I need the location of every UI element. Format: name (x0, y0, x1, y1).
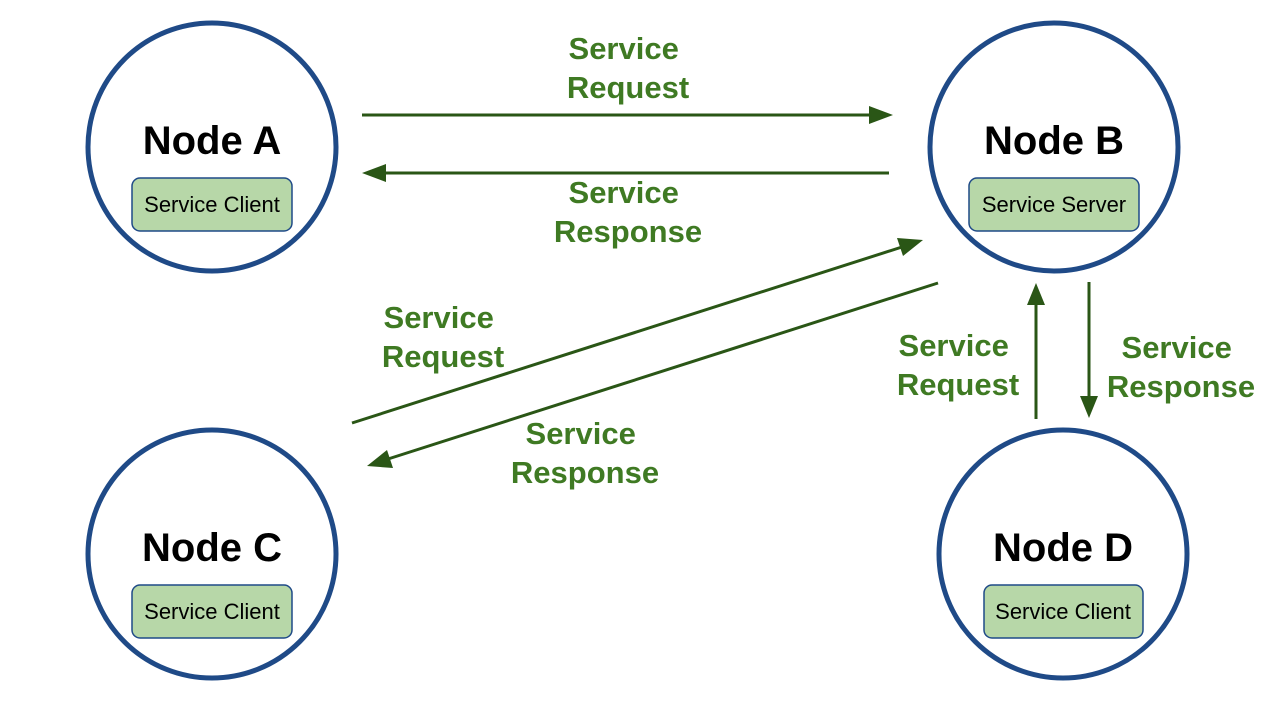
edge-c-to-b-arrowhead (897, 238, 923, 256)
edge-c-to-b-label: Service Request (382, 300, 504, 374)
edge-b-to-c-line (387, 281, 939, 461)
edge-b-to-a: Service Response (362, 164, 889, 249)
edge-b-to-a-label-line2: Response (554, 214, 702, 249)
edge-c-to-b-label-line2: Request (382, 339, 504, 374)
node-b: Node B Service Server (927, 20, 1181, 274)
edge-a-to-b-arrowhead (869, 106, 893, 124)
node-d-service-label: Service Client (995, 599, 1131, 624)
edge-b-to-d: Service Response (1080, 282, 1255, 418)
node-d-title: Node D (993, 526, 1133, 570)
edge-c-to-b: Service Request (351, 238, 923, 425)
edge-d-to-b-label-line1: Service (899, 328, 1009, 363)
edge-b-to-c-label-line2: Response (511, 455, 659, 490)
edge-c-to-b-label-line1: Service (384, 300, 494, 335)
edge-b-to-a-label: Service Response (554, 175, 702, 249)
edge-b-to-c: Service Response (367, 281, 939, 490)
node-a: Node A Service Client (85, 20, 339, 274)
node-b-title: Node B (984, 119, 1124, 163)
edge-b-to-d-label-line1: Service (1122, 330, 1232, 365)
edge-b-to-a-arrowhead (362, 164, 386, 182)
edge-c-to-b-line (351, 245, 903, 425)
node-c: Node C Service Client (85, 427, 339, 681)
edge-b-to-c-arrowhead (367, 450, 393, 468)
edge-b-to-d-label-line2: Response (1107, 369, 1255, 404)
edge-b-to-a-label-line1: Service (569, 175, 679, 210)
edge-a-to-b-label: Service Request (567, 31, 689, 105)
node-c-service-box (131, 584, 293, 639)
node-d-service-box (983, 584, 1144, 639)
edge-d-to-b-arrowhead (1027, 283, 1045, 305)
edge-d-to-b-label: Service Request (897, 328, 1019, 402)
node-b-service-box (968, 177, 1140, 232)
node-b-service-label: Service Server (982, 192, 1126, 217)
edge-b-to-d-arrowhead (1080, 396, 1098, 418)
node-a-service-box (131, 177, 293, 232)
edge-d-to-b: Service Request (897, 283, 1045, 419)
edge-b-to-c-label: Service Response (511, 416, 659, 490)
node-c-service-label: Service Client (144, 599, 280, 624)
node-a-service-label: Service Client (144, 192, 280, 217)
edge-a-to-b-label-line2: Request (567, 70, 689, 105)
node-d: Node D Service Client (936, 427, 1190, 681)
node-a-title: Node A (143, 119, 282, 163)
edge-a-to-b: Service Request (362, 31, 893, 124)
node-c-title: Node C (142, 526, 282, 570)
edge-a-to-b-label-line1: Service (569, 31, 679, 66)
edge-d-to-b-label-line2: Request (897, 367, 1019, 402)
edge-b-to-c-label-line1: Service (526, 416, 636, 451)
edge-b-to-d-label: Service Response (1107, 330, 1255, 404)
